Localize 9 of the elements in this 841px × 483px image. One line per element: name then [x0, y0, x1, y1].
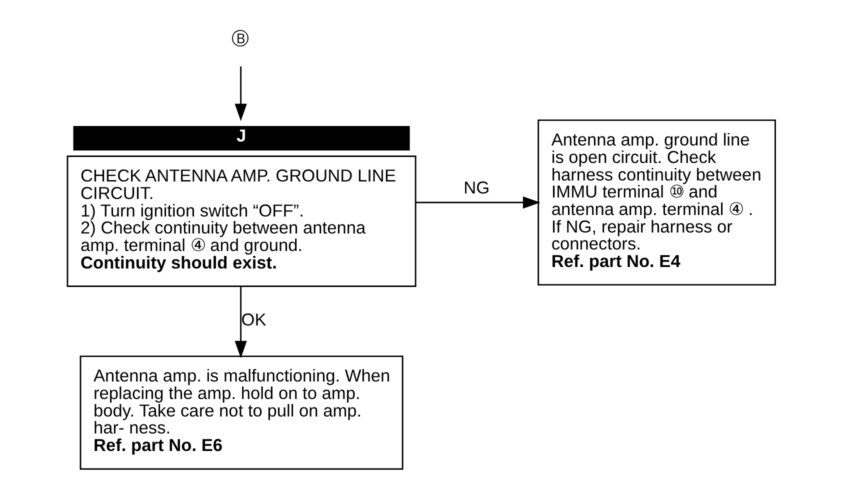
edge-label: OK: [240, 309, 266, 330]
node-box: Antenna amp. ground line is open circuit. Check harness continuity between IMMU terminal ⑩ and antenna amp. terminal ④ . If NG, repair harness or connectors. Ref. part No. E4: [537, 119, 776, 286]
node-box: Antenna amp. is malfunctioning. When replacing the amp. hold on to amp. body. Take care not to pull on amp. har- ness. Ref. part No. E6: [79, 356, 403, 470]
node-text: Ⓑ: [230, 28, 248, 48]
arrow: [234, 66, 246, 122]
edge-label: NG: [463, 177, 490, 198]
arrow: [414, 196, 540, 209]
node-label: J: [236, 125, 246, 146]
arrow: [234, 286, 246, 358]
